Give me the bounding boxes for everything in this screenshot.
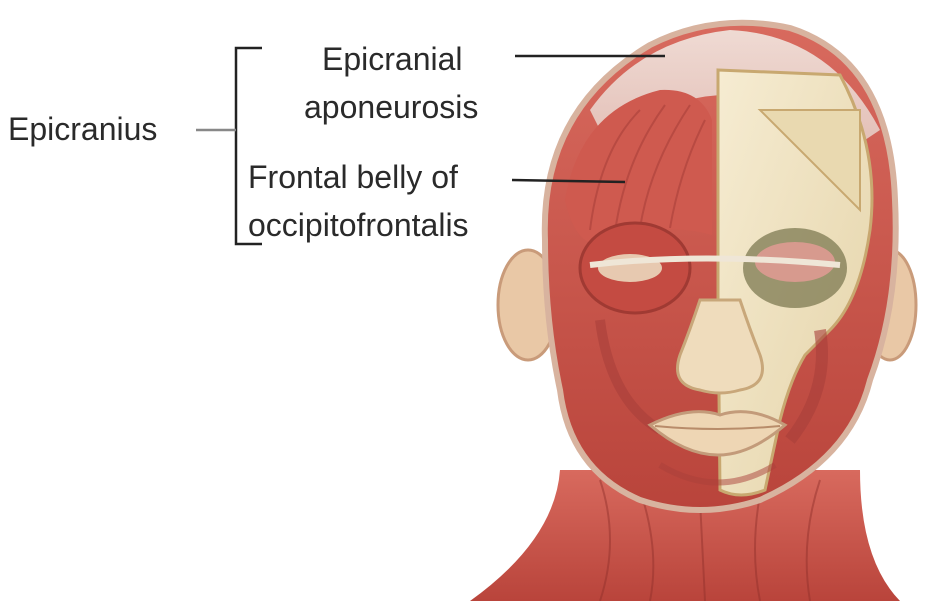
aponeurosis-label-line1: Epicranial <box>322 40 463 78</box>
aponeurosis-label-line2: aponeurosis <box>304 88 478 126</box>
frontal-belly-label-line2: occipitofrontalis <box>248 206 469 244</box>
epicranius-label: Epicranius <box>8 110 157 148</box>
frontal-belly-label-line1: Frontal belly of <box>248 158 458 196</box>
